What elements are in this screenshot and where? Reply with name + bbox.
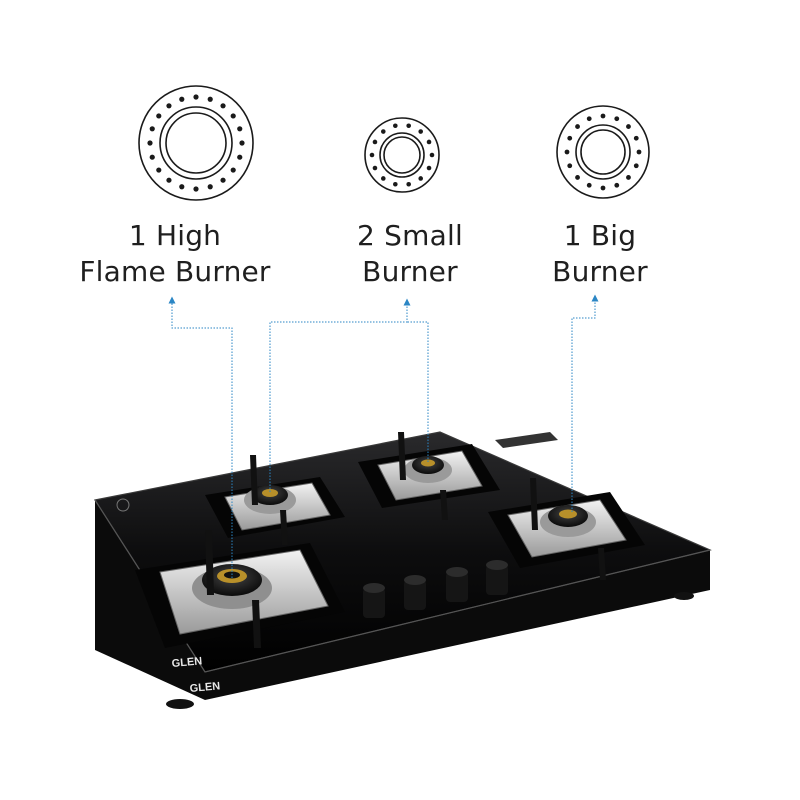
knob-4 (486, 560, 508, 595)
high-flame-burner-label-line2: Flame Burner (79, 255, 271, 288)
burner-icon-dot (156, 113, 162, 119)
burner-icon-dot (237, 126, 243, 132)
control-knobs (363, 560, 508, 618)
burner-icon-dot (147, 140, 153, 146)
burner-icon-dot (567, 135, 573, 141)
burner-back-left (205, 455, 345, 545)
burner-icon-dot (418, 129, 424, 134)
big-burner-label: 1 Big Burner (510, 218, 690, 290)
burner-icon-dot (220, 177, 226, 183)
burner-icon-dot (429, 152, 435, 158)
burner-icon-dot (406, 123, 411, 129)
small-burner-label-line2: Burner (362, 255, 458, 288)
high-flame-burner-label-line1: 1 High (128, 219, 222, 252)
burner-icon-dot (372, 139, 378, 145)
burner-icon-dot (381, 176, 386, 181)
burner-icon-dot (369, 152, 375, 158)
burner-icon-dot (426, 165, 432, 171)
burner-icon-dot (418, 176, 424, 181)
burner-icon-dot (406, 181, 411, 187)
burner-icon-dot (575, 175, 580, 180)
knob-1 (363, 583, 385, 618)
burner-icon-dot (567, 163, 573, 169)
burner-front-left-high-flame (135, 530, 345, 648)
burner-icon-dot (179, 184, 185, 190)
knob-2 (404, 575, 426, 610)
burner-front-right (488, 478, 645, 580)
high-flame-burner-icon (138, 85, 254, 201)
brand-logo-glass: GLEN (171, 655, 203, 670)
burner-icon-dot (564, 149, 570, 155)
burner-icon-dot (193, 94, 199, 100)
burner-icon-dot (166, 103, 172, 109)
burner-icon-dot (193, 186, 199, 192)
burner-icon-dot (626, 124, 631, 129)
burner-icon-dot (614, 116, 620, 122)
small-burner-label: 2 Small Burner (310, 218, 510, 290)
small-burner-label-line1: 2 Small (357, 219, 463, 252)
burner-icon-dot (393, 123, 398, 129)
burner-icon-dot (600, 185, 606, 191)
brand-logo-front: GLEN (189, 680, 221, 695)
burner-icon-dot (230, 113, 236, 119)
leader-high-flame (168, 296, 233, 578)
burner-icon-dot (586, 182, 592, 188)
burner-icon-dot (239, 140, 245, 146)
burner-icon-dot (633, 163, 639, 169)
burner-icon-dot (393, 181, 398, 187)
burner-icon-dot (156, 167, 162, 173)
burner-icon-dot (381, 129, 386, 134)
burner-icon-dot (207, 96, 213, 102)
leader-small-1 (269, 298, 411, 492)
burner-icon-dot (586, 116, 592, 122)
burner-icon-dot (179, 96, 185, 102)
leader-lines (168, 294, 599, 578)
burner-icon-dot (149, 154, 155, 160)
small-burner-icon (364, 117, 440, 193)
burner-icon-dot (149, 126, 155, 132)
burner-icon-dot (600, 113, 606, 119)
leader-small-2 (407, 321, 429, 462)
burner-icon-dot (220, 103, 226, 109)
big-burner-label-line1: 1 Big (563, 219, 637, 252)
burner-icon-dot (426, 139, 432, 145)
burner-icon-dot (230, 167, 236, 173)
knob-3 (446, 567, 468, 602)
burner-icon-dot (207, 184, 213, 190)
big-burner-label-line2: Burner (552, 255, 648, 288)
burner-icon-dot (633, 135, 639, 141)
big-burner-icon (556, 105, 650, 199)
burner-icon-dot (237, 154, 243, 160)
burner-icon-dot (614, 182, 620, 188)
burner-icon-dot (166, 177, 172, 183)
high-flame-burner-label: 1 High Flame Burner (70, 218, 280, 290)
burner-icon-dot (636, 149, 642, 155)
burner-icon-dot (575, 124, 580, 129)
leader-big (571, 294, 599, 512)
burner-icon-dot (626, 175, 631, 180)
burner-icon-dot (372, 165, 378, 171)
burner-back-right (358, 432, 500, 520)
